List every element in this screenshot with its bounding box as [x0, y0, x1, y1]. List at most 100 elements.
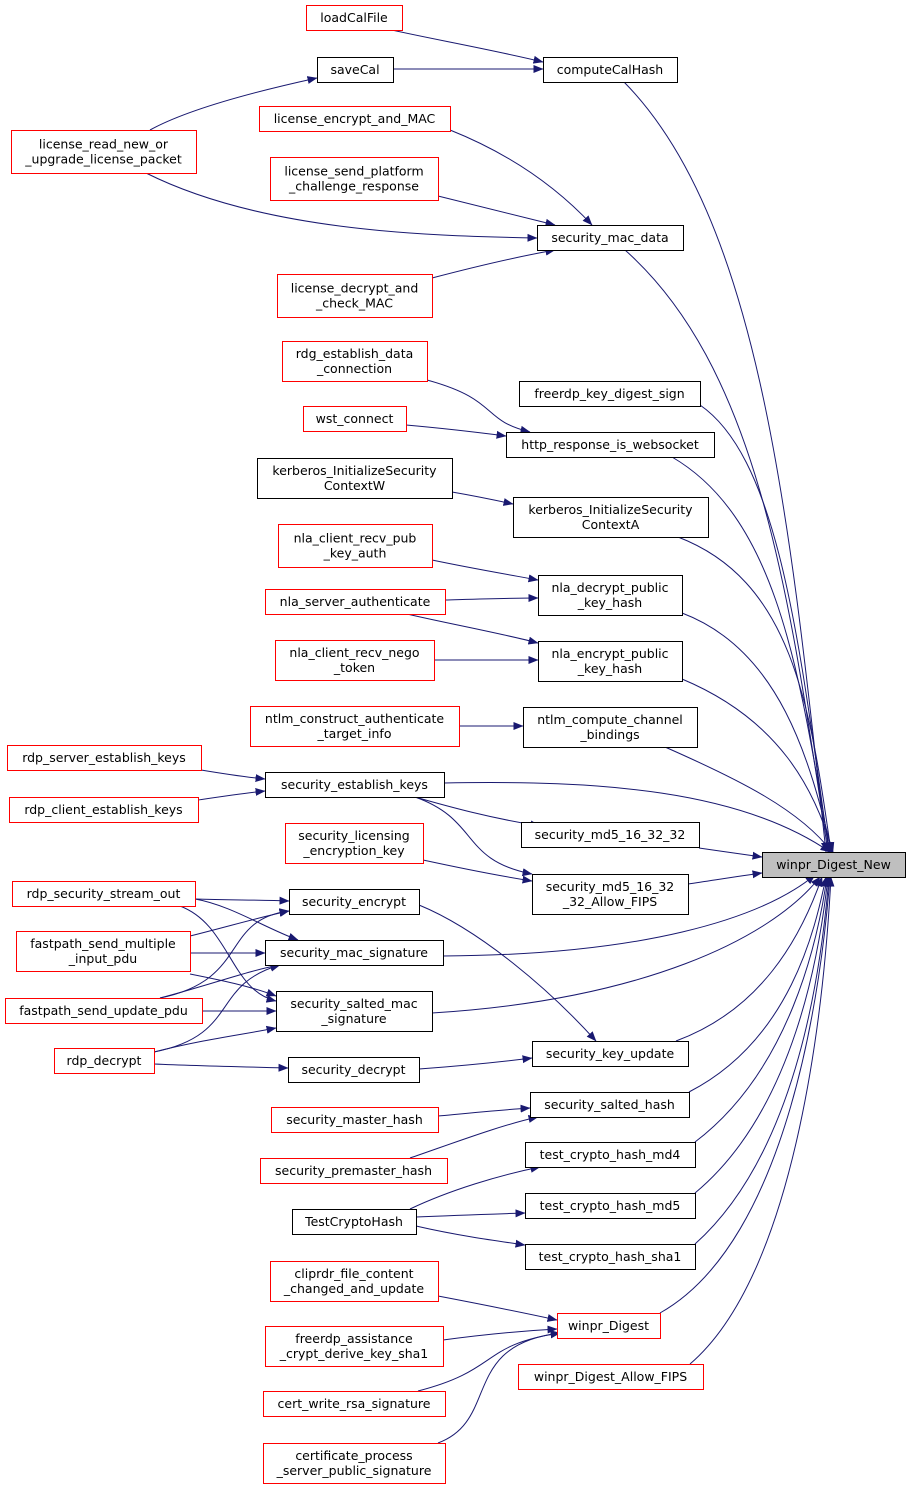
edge-nla_encrypt_public_key_hash-to-winpr_Digest_New	[681, 678, 835, 853]
edge-nla_server_authenticate-to-nla_decrypt_public_key_hash	[444, 594, 539, 603]
node-security_decrypt: security_decrypt	[288, 1057, 420, 1083]
node-security_key_update: security_key_update	[532, 1041, 689, 1067]
edge-ntlm_compute_channel_bindings-to-winpr_Digest_New	[664, 746, 833, 853]
node-label: fastpath_send_update_pdu	[19, 1003, 188, 1018]
node-label: fastpath_send_multiple	[30, 936, 176, 951]
node-loadCalFile[interactable]: loadCalFile	[306, 5, 403, 31]
edge-test_crypto_hash_md5-to-winpr_Digest_New	[694, 876, 831, 1194]
node-label: certificate_process	[295, 1448, 412, 1463]
node-cliprdr_file_content_changed_and_update[interactable]: cliprdr_file_content_changed_and_update	[270, 1261, 439, 1302]
node-box	[282, 341, 428, 382]
node-box	[285, 823, 424, 864]
node-certificate_process_server_public_signature[interactable]: certificate_process_server_public_signat…	[263, 1443, 446, 1484]
node-label: _server_public_signature	[276, 1463, 432, 1478]
node-label: cert_write_rsa_signature	[278, 1396, 431, 1411]
node-fastpath_send_multiple_input_pdu[interactable]: fastpath_send_multiple_input_pdu	[16, 931, 191, 972]
node-label: security_mac_signature	[280, 945, 428, 960]
node-box	[265, 940, 444, 966]
node-label: security_licensing	[298, 828, 409, 843]
edge-security_decrypt-to-security_key_update	[418, 1055, 533, 1070]
node-license_encrypt_and_MAC[interactable]: license_encrypt_and_MAC	[259, 106, 451, 132]
edge-security_encrypt-to-security_key_update	[418, 904, 597, 1042]
node-box	[525, 1244, 696, 1270]
edge-wst_connect-to-http_response_is_websocket	[405, 424, 507, 439]
node-label: winpr_Digest_Allow_FIPS	[534, 1369, 687, 1384]
edge-fastpath_send_update_pdu-to-security_mac_signature	[159, 962, 281, 999]
node-rdp_decrypt[interactable]: rdp_decrypt	[54, 1048, 155, 1074]
node-box	[762, 852, 906, 878]
node-label: test_crypto_hash_md4	[540, 1147, 681, 1162]
node-label: _key_hash	[577, 595, 642, 610]
node-label: license_read_new_or	[39, 137, 169, 152]
edge-license_send_platform_challenge_response-to-security_mac_data	[437, 195, 556, 227]
edge-computeCalHash-to-winpr_Digest_New	[623, 81, 829, 853]
node-security_mac_data: security_mac_data	[537, 225, 684, 251]
node-label: test_crypto_hash_sha1	[539, 1249, 682, 1264]
edge-security_key_update-to-winpr_Digest_New	[675, 876, 823, 1042]
node-box	[303, 406, 407, 432]
node-nla_server_authenticate[interactable]: nla_server_authenticate	[265, 589, 446, 615]
node-winpr_Digest_Allow_FIPS[interactable]: winpr_Digest_Allow_FIPS	[518, 1364, 704, 1390]
node-box	[306, 5, 403, 31]
node-nla_client_recv_pub_key_auth[interactable]: nla_client_recv_pub_key_auth	[278, 524, 433, 568]
node-label: wst_connect	[316, 411, 394, 426]
node-winpr_Digest[interactable]: winpr_Digest	[557, 1313, 661, 1339]
node-box	[250, 706, 460, 747]
node-box	[543, 57, 678, 83]
node-security_mac_signature: security_mac_signature	[265, 940, 444, 966]
node-label: security_master_hash	[286, 1112, 423, 1127]
node-security_md5_16_32_32: security_md5_16_32_32	[521, 822, 700, 848]
node-label: saveCal	[330, 62, 379, 77]
node-security_master_hash[interactable]: security_master_hash	[271, 1107, 439, 1133]
node-security_premaster_hash[interactable]: security_premaster_hash	[260, 1158, 448, 1184]
node-label: test_crypto_hash_md5	[540, 1198, 681, 1213]
node-wst_connect[interactable]: wst_connect	[303, 406, 407, 432]
node-label: rdp_server_establish_keys	[22, 750, 186, 765]
node-rdp_client_establish_keys[interactable]: rdp_client_establish_keys	[9, 797, 199, 823]
node-label: http_response_is_websocket	[521, 437, 699, 452]
node-box	[292, 1209, 417, 1235]
node-freerdp_assistance_crypt_derive_key_sha1[interactable]: freerdp_assistance_crypt_derive_key_sha1	[265, 1326, 444, 1367]
node-label: rdp_client_establish_keys	[24, 802, 182, 817]
node-label: _key_hash	[577, 661, 642, 676]
node-test_crypto_hash_sha1: test_crypto_hash_sha1	[525, 1244, 696, 1270]
node-label: ntlm_construct_authenticate	[265, 711, 444, 726]
node-box	[263, 1443, 446, 1484]
node-box	[506, 432, 715, 458]
edge-kerberos_InitializeSecurityContextW-to-kerberos_InitializeSecurityContextA	[451, 491, 514, 506]
node-label: rdp_security_stream_out	[27, 886, 181, 901]
edge-rdg_establish_data_connection-to-http_response_is_websocket	[426, 379, 531, 434]
node-security_licensing_encryption_key[interactable]: security_licensing_encryption_key	[285, 823, 424, 864]
node-rdp_security_stream_out[interactable]: rdp_security_stream_out	[12, 881, 196, 907]
edge-security_establish_keys-to-winpr_Digest_New	[443, 782, 831, 853]
node-fastpath_send_update_pdu[interactable]: fastpath_send_update_pdu	[5, 998, 203, 1024]
node-cert_write_rsa_signature[interactable]: cert_write_rsa_signature	[263, 1391, 446, 1417]
node-label: ntlm_compute_channel	[537, 712, 683, 727]
node-label: security_premaster_hash	[275, 1163, 432, 1178]
edge-freerdp_assistance_crypt_derive_key_sha1-to-winpr_Digest	[442, 1325, 558, 1341]
node-box	[257, 458, 453, 499]
node-nla_client_recv_nego_token[interactable]: nla_client_recv_nego_token	[275, 640, 435, 681]
edge-rdp_client_establish_keys-to-security_establish_keys	[197, 787, 266, 801]
node-label: rdp_decrypt	[67, 1053, 142, 1068]
node-box	[270, 1261, 439, 1302]
node-license_read_new_or_upgrade_license_packet[interactable]: license_read_new_or_upgrade_license_pack…	[11, 130, 197, 174]
node-box	[518, 1364, 704, 1390]
node-label: security_decrypt	[301, 1062, 405, 1077]
node-ntlm_construct_authenticate_target_info[interactable]: ntlm_construct_authenticate_target_info	[250, 706, 460, 747]
node-license_decrypt_and_check_MAC[interactable]: license_decrypt_and_check_MAC	[277, 274, 433, 318]
node-label: nla_decrypt_public	[551, 580, 668, 595]
node-security_establish_keys: security_establish_keys	[265, 772, 445, 798]
node-label: _encryption_key	[302, 843, 405, 858]
edge-cliprdr_file_content_changed_and_update-to-winpr_Digest	[437, 1295, 558, 1322]
edge-rdp_decrypt-to-security_mac_signature	[153, 963, 281, 1053]
node-rdg_establish_data_connection[interactable]: rdg_establish_data_connection	[282, 341, 428, 382]
edge-freerdp_key_digest_sign-to-winpr_Digest_New	[699, 404, 832, 853]
node-license_send_platform_challenge_response[interactable]: license_send_platform_challenge_response	[270, 157, 439, 201]
node-rdp_server_establish_keys[interactable]: rdp_server_establish_keys	[7, 745, 202, 771]
edge-TestCryptoHash-to-test_crypto_hash_md4	[409, 1164, 541, 1210]
edge-security_salted_mac_signature-to-winpr_Digest_New	[431, 876, 821, 1014]
edge-nla_client_recv_pub_key_auth-to-nla_decrypt_public_key_hash	[431, 559, 539, 583]
